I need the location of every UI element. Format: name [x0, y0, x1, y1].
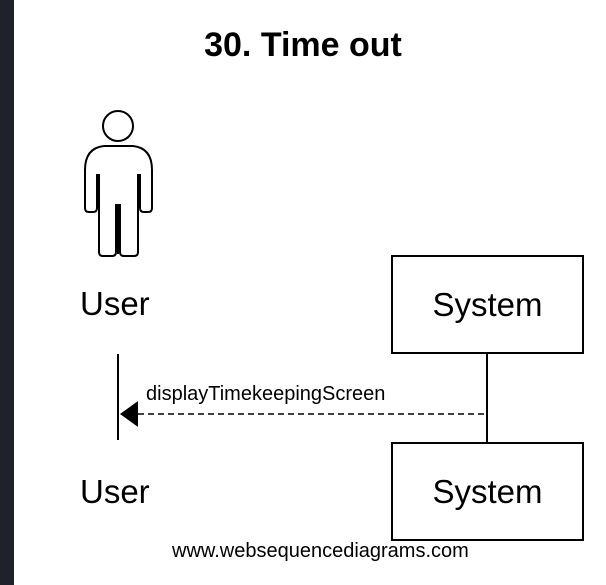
- user-actor-icon: [84, 110, 153, 257]
- message-arrowhead: [120, 401, 138, 427]
- system-participant-bottom: System: [391, 442, 584, 541]
- diagram-title: 30. Time out: [204, 26, 402, 64]
- message-label: displayTimekeepingScreen: [146, 383, 386, 405]
- system-label-bottom: System: [432, 472, 543, 510]
- watermark-text: www.websequencediagrams.com: [172, 540, 469, 562]
- user-label-bottom: User: [80, 473, 150, 510]
- user-label-top: User: [80, 285, 150, 322]
- system-participant-top: System: [391, 255, 584, 354]
- system-label-top: System: [432, 285, 543, 323]
